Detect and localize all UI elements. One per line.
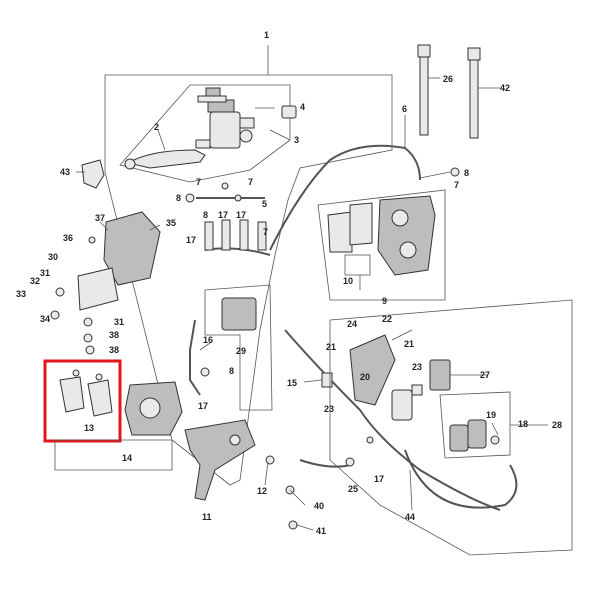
front-brake-pad [327, 211, 353, 253]
label-7a: 7 [196, 177, 201, 187]
label-11: 11 [202, 512, 212, 522]
label-2: 2 [154, 122, 159, 132]
label-9: 9 [382, 296, 387, 306]
label-21b: 21 [404, 339, 414, 349]
bracket-30 [77, 267, 119, 311]
leader-lines [76, 77, 548, 531]
group-outline-28 [329, 299, 573, 556]
label-29: 29 [236, 346, 246, 356]
label-7d: 7 [454, 180, 459, 190]
bracket-35 [103, 211, 161, 286]
highlight-box-13 [43, 359, 122, 443]
label-18: 18 [518, 419, 528, 429]
label-17a: 17 [186, 235, 196, 245]
label-16: 16 [203, 335, 213, 345]
switch-29 [221, 297, 257, 331]
brake-hose-16 [189, 319, 201, 396]
label-27: 27 [480, 370, 490, 380]
group-outline-29 [204, 284, 273, 411]
label-17e: 17 [374, 474, 384, 484]
label-8d: 8 [229, 366, 234, 376]
label-37: 37 [95, 213, 105, 223]
label-14: 14 [122, 453, 132, 463]
label-26: 26 [443, 74, 453, 84]
master-cylinder [209, 111, 241, 149]
label-4: 4 [300, 102, 305, 112]
label-31b: 31 [114, 317, 124, 327]
group-outline-9 [317, 189, 446, 301]
label-40: 40 [314, 501, 324, 511]
strap-26 [419, 54, 429, 136]
label-31a: 31 [40, 268, 50, 278]
label-8c: 8 [464, 168, 469, 178]
label-38b: 38 [109, 345, 119, 355]
label-22: 22 [382, 314, 392, 324]
label-17c: 17 [236, 210, 246, 220]
reservoir-27 [429, 359, 451, 391]
label-17d: 17 [198, 401, 208, 411]
label-7b: 7 [248, 177, 253, 187]
label-30: 30 [48, 252, 58, 262]
label-23a: 23 [412, 362, 422, 372]
label-25: 25 [348, 484, 358, 494]
label-19: 19 [486, 410, 496, 420]
label-32: 32 [30, 276, 40, 286]
label-38a: 38 [109, 330, 119, 340]
label-41: 41 [316, 526, 326, 536]
label-13: 13 [84, 423, 94, 433]
callout-labels: 1 2 3 4 5 6 7 7 7 7 8 8 8 8 9 10 11 12 1… [16, 30, 562, 536]
label-3: 3 [294, 135, 299, 145]
clamp-43 [81, 159, 105, 189]
label-7c: 7 [263, 227, 268, 237]
label-42: 42 [500, 83, 510, 93]
label-44: 44 [405, 512, 415, 522]
label-15: 15 [287, 378, 297, 388]
bracket-22 [349, 334, 396, 406]
brake-hose-15 [284, 329, 501, 511]
label-43: 43 [60, 167, 70, 177]
front-caliper [377, 195, 436, 276]
caliper-bracket-11 [184, 419, 256, 501]
label-23b: 23 [324, 404, 334, 414]
label-34: 34 [40, 314, 50, 324]
label-36: 36 [63, 233, 73, 243]
label-5: 5 [262, 199, 267, 209]
label-1: 1 [264, 30, 269, 40]
label-24: 24 [347, 319, 357, 329]
label-21a: 21 [326, 342, 336, 352]
label-28: 28 [552, 420, 562, 430]
brake-lever [126, 149, 206, 169]
label-17b: 17 [218, 210, 228, 220]
group-outline-14 [54, 439, 173, 471]
label-6: 6 [402, 104, 407, 114]
label-20: 20 [360, 372, 370, 382]
label-12: 12 [257, 486, 267, 496]
label-10: 10 [343, 276, 353, 286]
label-35: 35 [166, 218, 176, 228]
rear-brake-pad-left [59, 376, 85, 413]
label-8b: 8 [203, 210, 208, 220]
rear-brake-pad-right [87, 379, 113, 417]
label-8a: 8 [176, 193, 181, 203]
brake-hose-front [269, 144, 421, 251]
label-33: 33 [16, 289, 26, 299]
strap-42 [469, 57, 479, 139]
reservoir-hose-44 [404, 449, 518, 509]
